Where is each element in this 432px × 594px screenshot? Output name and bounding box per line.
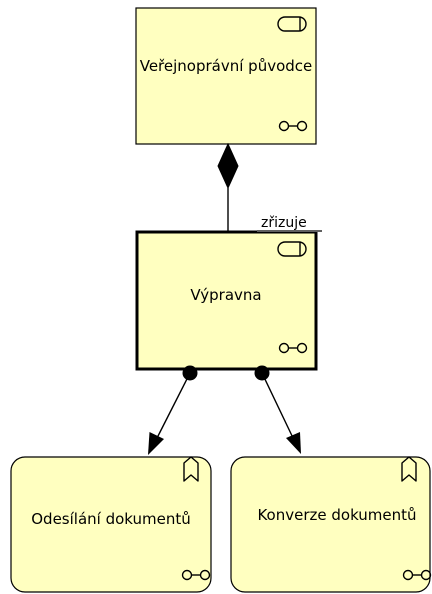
service-icon (277, 16, 307, 32)
arrow-head (148, 432, 164, 455)
edge-label: zřizuje (261, 215, 307, 231)
edge-line (155, 372, 191, 441)
node-odesilani-dokumentu[interactable]: Odesílání dokumentů (10, 456, 212, 593)
node-box (10, 456, 212, 593)
glasses-icon (278, 342, 308, 354)
node-vypravna[interactable]: Výpravna (135, 230, 318, 371)
node-box (135, 230, 318, 371)
node-verejnopravni-puvodce[interactable]: Veřejnoprávní původce (135, 7, 317, 145)
node-label: Konverze dokumentů (257, 506, 416, 524)
edge-composition[interactable]: zřizuje (217, 142, 322, 232)
edge-assignment-konverze[interactable] (254, 365, 302, 455)
function-bookmark-icon (401, 456, 417, 482)
node-label: Odesílání dokumentů (31, 510, 191, 528)
node-box (135, 7, 317, 145)
node-konverze-dokumentu[interactable]: Konverze dokumentů (230, 456, 432, 593)
composition-diamond (217, 142, 239, 190)
glasses-icon (402, 569, 432, 581)
node-label: Výpravna (190, 286, 261, 304)
glasses-icon (278, 120, 308, 132)
node-label: Veřejnoprávní původce (140, 57, 313, 75)
edge-assignment-odesilani[interactable] (148, 365, 198, 456)
edge-line (261, 372, 295, 441)
service-icon (277, 241, 307, 257)
function-bookmark-icon (183, 456, 199, 482)
glasses-icon (181, 569, 211, 581)
arrow-head (286, 432, 301, 454)
node-box (230, 456, 431, 593)
edge-label-background (257, 214, 322, 232)
